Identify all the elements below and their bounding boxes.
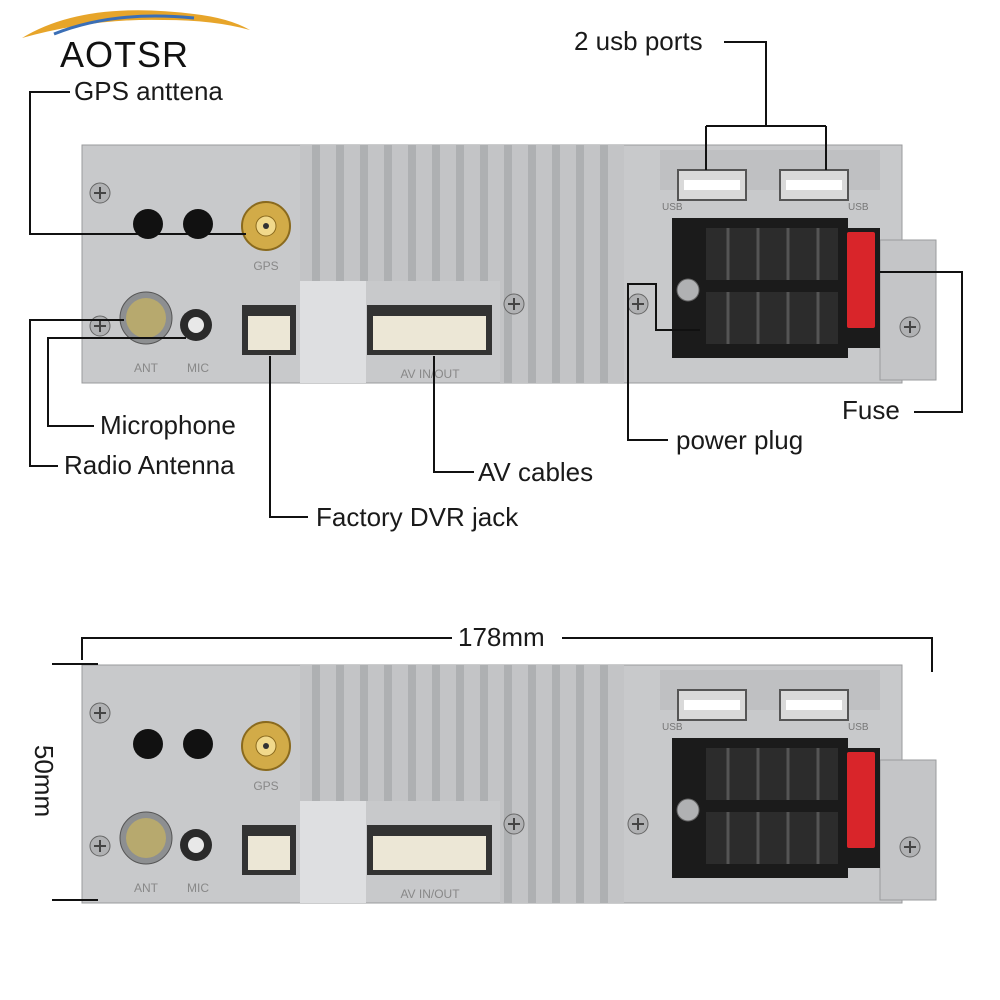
- usb-ports-callout: 2 usb ports: [574, 26, 703, 56]
- screw-icon: [89, 182, 111, 204]
- screw-icon: [627, 293, 649, 315]
- hole-icon: [133, 729, 163, 759]
- brand-name: AOTSR: [60, 34, 190, 75]
- screw-icon: [627, 813, 649, 835]
- fuse-icon: [842, 228, 880, 348]
- screw-icon: [89, 835, 111, 857]
- usb-port-label: USB: [662, 202, 683, 213]
- screw-icon: [503, 293, 525, 315]
- av-connector-icon: [367, 305, 492, 355]
- fuse-icon: [842, 748, 880, 868]
- gps-connector-icon: [241, 201, 291, 251]
- radio-antenna-callout: Radio Antenna: [64, 450, 235, 480]
- microphone-jack-icon: [180, 309, 212, 341]
- usb-port-icon: [779, 169, 849, 201]
- dvr-jack-callout: Factory DVR jack: [316, 502, 519, 532]
- screw-icon: [503, 813, 525, 835]
- usb-port-icon: [779, 689, 849, 721]
- screw-icon: [89, 702, 111, 724]
- gps-port-label: GPS: [253, 779, 278, 793]
- power-plug-icon: [672, 738, 848, 878]
- usb-port-label: USB: [848, 202, 869, 213]
- rear-panel-bottom: GPS ANT MIC AV IN/OUT USB USB: [81, 664, 937, 904]
- usb-port-label: USB: [662, 722, 683, 733]
- mic-port-label: MIC: [187, 881, 209, 895]
- av-connector-icon: [367, 825, 492, 875]
- power-plug-icon: [672, 218, 848, 358]
- usb-port-icon: [677, 689, 747, 721]
- ant-port-label: ANT: [134, 361, 159, 375]
- microphone-jack-icon: [180, 829, 212, 861]
- microphone-callout: Microphone: [100, 410, 236, 440]
- power-plug-callout: power plug: [676, 425, 804, 455]
- mic-port-label: MIC: [187, 361, 209, 375]
- rear-panel-top: GPS ANT MIC AV IN/OUT USB USB: [81, 144, 937, 384]
- height-dimension: 50mm: [29, 744, 60, 818]
- radio-antenna-connector-icon: [119, 291, 173, 345]
- av-cables-callout: AV cables: [478, 457, 594, 487]
- fuse-callout: Fuse: [842, 395, 900, 425]
- gps-connector-icon: [241, 721, 291, 771]
- hole-icon: [183, 209, 213, 239]
- radio-antenna-connector-icon: [119, 811, 173, 865]
- usb-port-icon: [677, 169, 747, 201]
- hole-icon: [183, 729, 213, 759]
- gps-antenna-callout: GPS anttena: [74, 76, 223, 106]
- dvr-connector-icon: [242, 305, 296, 355]
- screw-icon: [899, 316, 921, 338]
- width-dimension: 178mm: [458, 622, 545, 652]
- gps-port-label: GPS: [253, 259, 278, 273]
- av-port-label: AV IN/OUT: [400, 887, 460, 901]
- logo-swoosh-icon: [22, 10, 250, 38]
- leader-lines: [29, 41, 963, 901]
- brand-logo: AOTSR: [14, 4, 254, 75]
- ant-port-label: ANT: [134, 881, 159, 895]
- av-port-label: AV IN/OUT: [400, 367, 460, 381]
- dvr-connector-icon: [242, 825, 296, 875]
- screw-icon: [899, 836, 921, 858]
- hole-icon: [133, 209, 163, 239]
- usb-port-label: USB: [848, 722, 869, 733]
